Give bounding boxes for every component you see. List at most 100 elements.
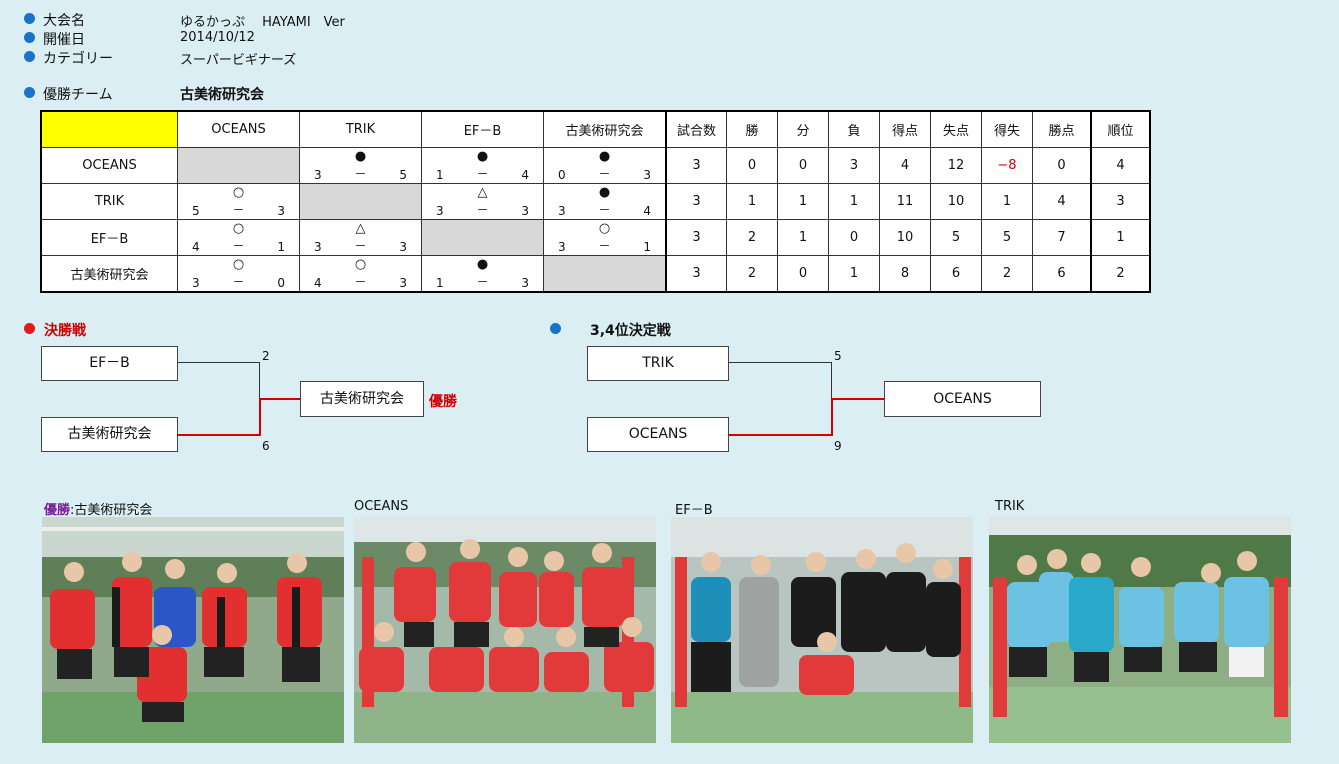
score-right: 1 [277, 240, 285, 254]
table-row: EF－B ○4－1 △3－3 ○3－1 3 2 1 0 10 5 5 7 1 [40, 219, 1151, 256]
match-cell: ○3－1 [543, 219, 667, 256]
result-symbol: ● [354, 149, 367, 164]
photo-caption: OCEANS [354, 499, 409, 514]
result-symbol: △ [477, 185, 488, 200]
score-right: 3 [277, 204, 285, 218]
score-left: 3 [436, 204, 444, 218]
stat-cell: 0 [777, 147, 829, 184]
final-team-a: EF－B [41, 346, 178, 381]
score-right: 0 [277, 276, 285, 290]
score-left: 3 [558, 204, 566, 218]
result-symbol: ○ [598, 221, 611, 236]
result-symbol: ● [476, 149, 489, 164]
stat-cell: 1 [1090, 219, 1151, 256]
score-left: 3 [192, 276, 200, 290]
final-score-b: 6 [262, 439, 270, 453]
stat-cell: 3 [665, 255, 727, 293]
score-dash: － [476, 167, 489, 181]
stat-cell: 11 [879, 183, 931, 220]
table-header-row: OCEANS TRIK EF－B 古美術研究会 試合数 勝 分 負 得点 失点 … [40, 110, 1151, 148]
score-dash: － [476, 203, 489, 217]
third-title: 3,4位決定戦 [590, 323, 671, 339]
self-match-cell [177, 147, 300, 184]
stat-cell: 5 [981, 219, 1033, 256]
score-dash: － [354, 275, 367, 289]
third-winner-box: OCEANS [884, 381, 1041, 417]
self-match-cell [299, 183, 422, 220]
stat-cell: 1 [828, 183, 880, 220]
table-row: 古美術研究会 ○3－0 ○4－3 ●1－3 3 2 0 1 8 6 2 6 2 [40, 255, 1151, 293]
date-label: 開催日 [43, 32, 85, 48]
score-left: 1 [436, 168, 444, 182]
stat-cell: 3 [665, 147, 727, 184]
result-symbol: ○ [232, 185, 245, 200]
bracket-line [729, 362, 832, 363]
score-dash: － [598, 167, 611, 181]
team-photo [989, 517, 1291, 743]
match-cell: △3－3 [299, 219, 422, 256]
header-cell: 順位 [1090, 110, 1151, 148]
score-left: 3 [558, 240, 566, 254]
bracket-line [259, 362, 260, 399]
match-cell: ●3－5 [299, 147, 422, 184]
header-cell: 勝点 [1032, 110, 1092, 148]
stat-cell: 6 [930, 255, 982, 293]
bullet-icon [24, 87, 35, 98]
score-right: 3 [399, 240, 407, 254]
self-match-cell [543, 255, 667, 293]
match-cell: ○4－1 [177, 219, 300, 256]
match-cell: ○4－3 [299, 255, 422, 293]
third-score-b: 9 [834, 439, 842, 453]
bracket-line-winner [729, 434, 833, 436]
bullet-icon [24, 51, 35, 62]
bracket-line-winner [259, 398, 300, 400]
score-dash: － [598, 203, 611, 217]
final-winner-box: 古美術研究会 [300, 381, 424, 417]
bracket-line [831, 362, 832, 399]
team-photo [42, 517, 344, 743]
third-team-a: TRIK [587, 346, 729, 381]
score-dash: － [476, 275, 489, 289]
stat-cell: −8 [981, 147, 1033, 184]
stat-cell: 2 [1090, 255, 1151, 293]
bracket-line-winner [259, 399, 261, 436]
bullet-icon [550, 323, 561, 334]
header-cell: 試合数 [665, 110, 727, 148]
stat-cell: 3 [1090, 183, 1151, 220]
team-name-cell: OCEANS [40, 147, 178, 184]
score-dash: － [232, 275, 245, 289]
match-cell: △3－3 [421, 183, 544, 220]
photo-caption: TRIK [995, 499, 1025, 514]
stat-cell: 7 [1032, 219, 1092, 256]
stat-cell: 1 [777, 183, 829, 220]
team-photo-image [989, 517, 1291, 743]
photo-caption: 優勝:古美術研究会 [44, 499, 152, 518]
score-right: 3 [399, 276, 407, 290]
tournament-value: ゆるかっぷ HAYAMI Ver [180, 15, 345, 30]
stat-cell: 2 [981, 255, 1033, 293]
bullet-icon [24, 13, 35, 24]
result-symbol: ● [476, 257, 489, 272]
bracket-line-winner [178, 434, 261, 436]
stat-cell: 3 [665, 219, 727, 256]
third-team-b: OCEANS [587, 417, 729, 452]
score-left: 3 [314, 240, 322, 254]
stat-cell: 6 [1032, 255, 1092, 293]
team-name-cell: EF－B [40, 219, 178, 256]
self-match-cell [421, 219, 544, 256]
team-photo-image [354, 517, 656, 743]
header-cell: 古美術研究会 [543, 110, 667, 148]
header-cell: 失点 [930, 110, 982, 148]
photo-caption: EF－B [675, 503, 713, 518]
stat-cell: 0 [726, 147, 778, 184]
date-value: 2014/10/12 [180, 30, 255, 45]
team-name-cell: TRIK [40, 183, 178, 220]
header-cell: 得失 [981, 110, 1033, 148]
result-symbol: ○ [354, 257, 367, 272]
team-photo-image [671, 517, 973, 743]
corner-cell [40, 110, 178, 148]
stat-cell: 0 [777, 255, 829, 293]
score-dash: － [598, 239, 611, 253]
score-left: 3 [314, 168, 322, 182]
match-cell: ○3－0 [177, 255, 300, 293]
